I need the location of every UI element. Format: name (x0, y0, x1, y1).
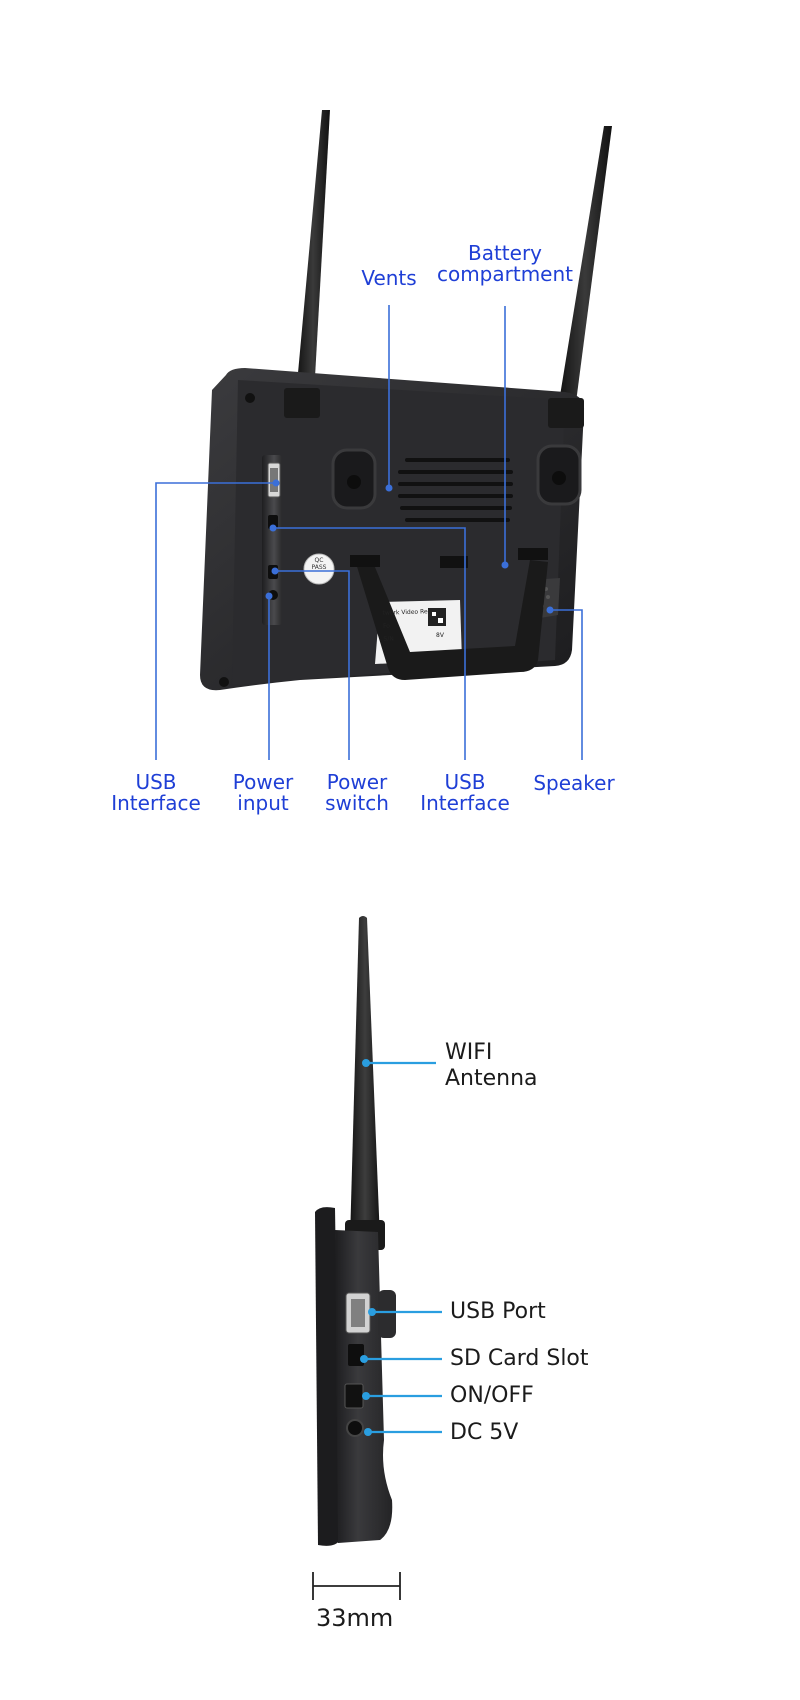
right-antenna (558, 126, 612, 410)
callout-sd-card-slot: SD Card Slot (450, 1346, 589, 1371)
callout-dc-5v: DC 5V (450, 1420, 519, 1445)
callout-power-input: Power input (232, 770, 294, 815)
left-antenna (296, 110, 330, 395)
callout-usb-interface-right: USB Interface (420, 770, 510, 815)
callout-usb-port: USB Port (450, 1299, 546, 1324)
callout-vents: Vents (361, 266, 417, 290)
callout-speaker: Speaker (533, 771, 615, 795)
callout-battery-compartment: Battery compartment (436, 241, 574, 286)
callout-on-off: ON/OFF (450, 1383, 534, 1408)
dimension-label: 33mm (316, 1604, 394, 1632)
stand (355, 555, 548, 680)
callout-usb-interface-left: USB Interface (111, 770, 201, 815)
vent-grille (398, 458, 513, 522)
callout-wifi-antenna: WIFI Antenna (445, 1040, 538, 1091)
qc-sticker: QC PASS (311, 557, 327, 571)
callout-power-switch: Power switch (325, 770, 389, 815)
device-label-voltage: 8V (436, 632, 444, 639)
side-antenna (350, 916, 380, 1240)
